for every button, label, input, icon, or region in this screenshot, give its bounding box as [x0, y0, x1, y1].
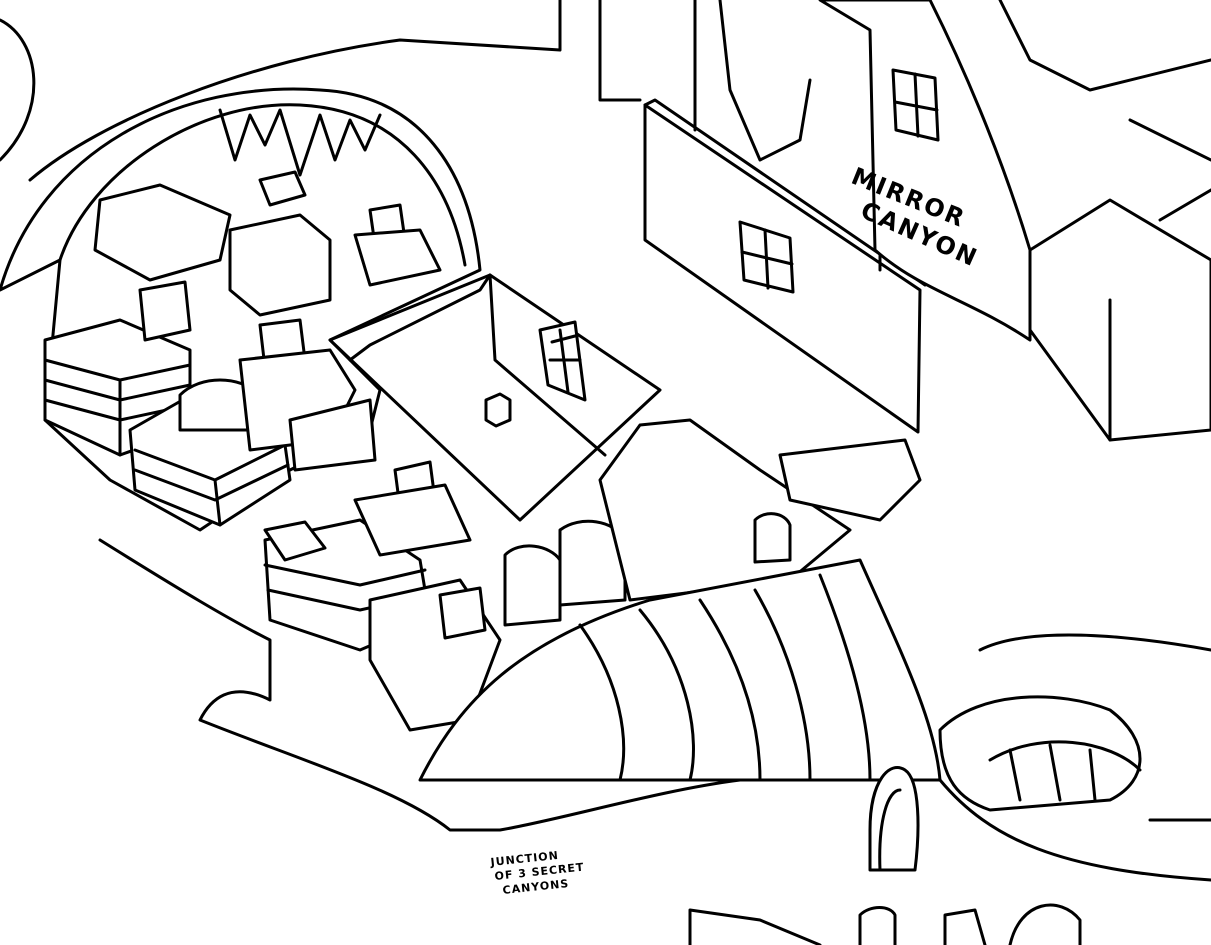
central-room	[328, 273, 662, 522]
rock-formations-cave	[43, 170, 442, 527]
sign-wall	[643, 0, 927, 434]
secret-canyon-right	[938, 633, 1211, 882]
canyon-ramp	[418, 558, 942, 782]
small-crate	[484, 392, 512, 428]
right-structures	[998, 0, 1211, 442]
rock-formations-lower	[263, 418, 922, 732]
canyon-ridge	[28, 0, 562, 182]
cave-interior-edge	[58, 103, 467, 267]
building	[598, 0, 1032, 342]
canyon-edge-arc	[0, 18, 36, 162]
stalactites	[218, 108, 382, 177]
bottom-structures	[688, 903, 1082, 945]
tunnel-entrance	[868, 766, 920, 872]
ground-edge	[98, 538, 742, 832]
